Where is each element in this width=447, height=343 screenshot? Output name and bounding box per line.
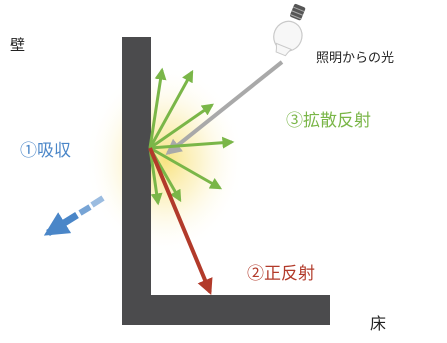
diffuse-ray bbox=[149, 103, 214, 150]
absorption-arrow bbox=[43, 195, 105, 236]
diffuse-ray bbox=[148, 69, 194, 149]
diffuse-ray bbox=[149, 146, 223, 190]
absorption-label: ①吸収 bbox=[20, 141, 71, 161]
diffuse-ray bbox=[149, 136, 235, 150]
diffuse-rays bbox=[148, 67, 235, 206]
light-glow bbox=[85, 65, 245, 255]
incoming-light-ray bbox=[165, 60, 284, 155]
light-bulb-icon bbox=[273, 3, 306, 57]
floor-label: 床 bbox=[370, 314, 387, 333]
light-source-label: 照明からの光 bbox=[316, 51, 395, 66]
diffuse-ray bbox=[148, 147, 163, 206]
specular-reflection-label: ②正反射 bbox=[247, 264, 315, 284]
diffuse-ray bbox=[148, 67, 167, 149]
specular-ray bbox=[148, 147, 213, 295]
wall-and-floor bbox=[122, 37, 330, 325]
diffuse-reflection-label: ③拡散反射 bbox=[286, 111, 371, 131]
wall-label: 壁 bbox=[10, 36, 26, 54]
